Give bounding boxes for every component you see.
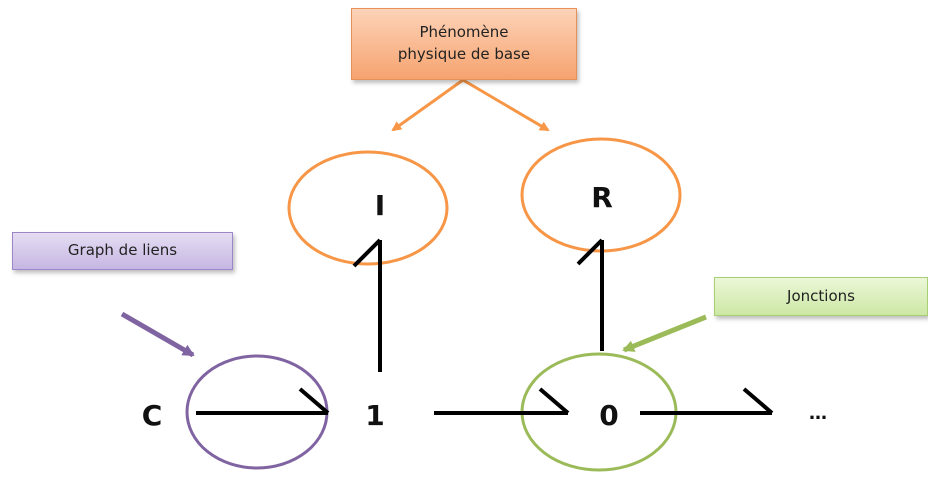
bond-1-to-i	[352, 238, 382, 372]
bond-1-to-0	[434, 387, 570, 415]
junction-0-label: 0	[599, 399, 618, 432]
element-i-label: I	[375, 189, 385, 222]
graph-callout: Graph de liens	[12, 232, 233, 270]
phenomene-arrow-right	[462, 78, 550, 132]
element-c-label: C	[142, 399, 163, 432]
graph-callout-text: Graph de liens	[67, 241, 178, 260]
bond-0-to-next	[640, 387, 774, 415]
phenomene-callout-text: Phénomène physique de base	[397, 23, 531, 63]
continuation-ellipsis: …	[809, 403, 827, 424]
jonctions-callout-text: Jonctions	[787, 286, 855, 305]
i-element-ellipse	[287, 150, 449, 266]
element-r-label: R	[591, 181, 613, 214]
phenomene-arrow-left	[391, 78, 464, 132]
junction-1-label: 1	[365, 399, 384, 432]
bond-1-to-c	[196, 387, 330, 415]
jonctions-callout: Jonctions	[714, 277, 928, 316]
jonctions-arrow	[622, 314, 707, 353]
phenomene-callout: Phénomène physique de base	[351, 8, 577, 80]
graph-arrow	[120, 311, 195, 358]
bond-0-to-r	[576, 238, 604, 351]
